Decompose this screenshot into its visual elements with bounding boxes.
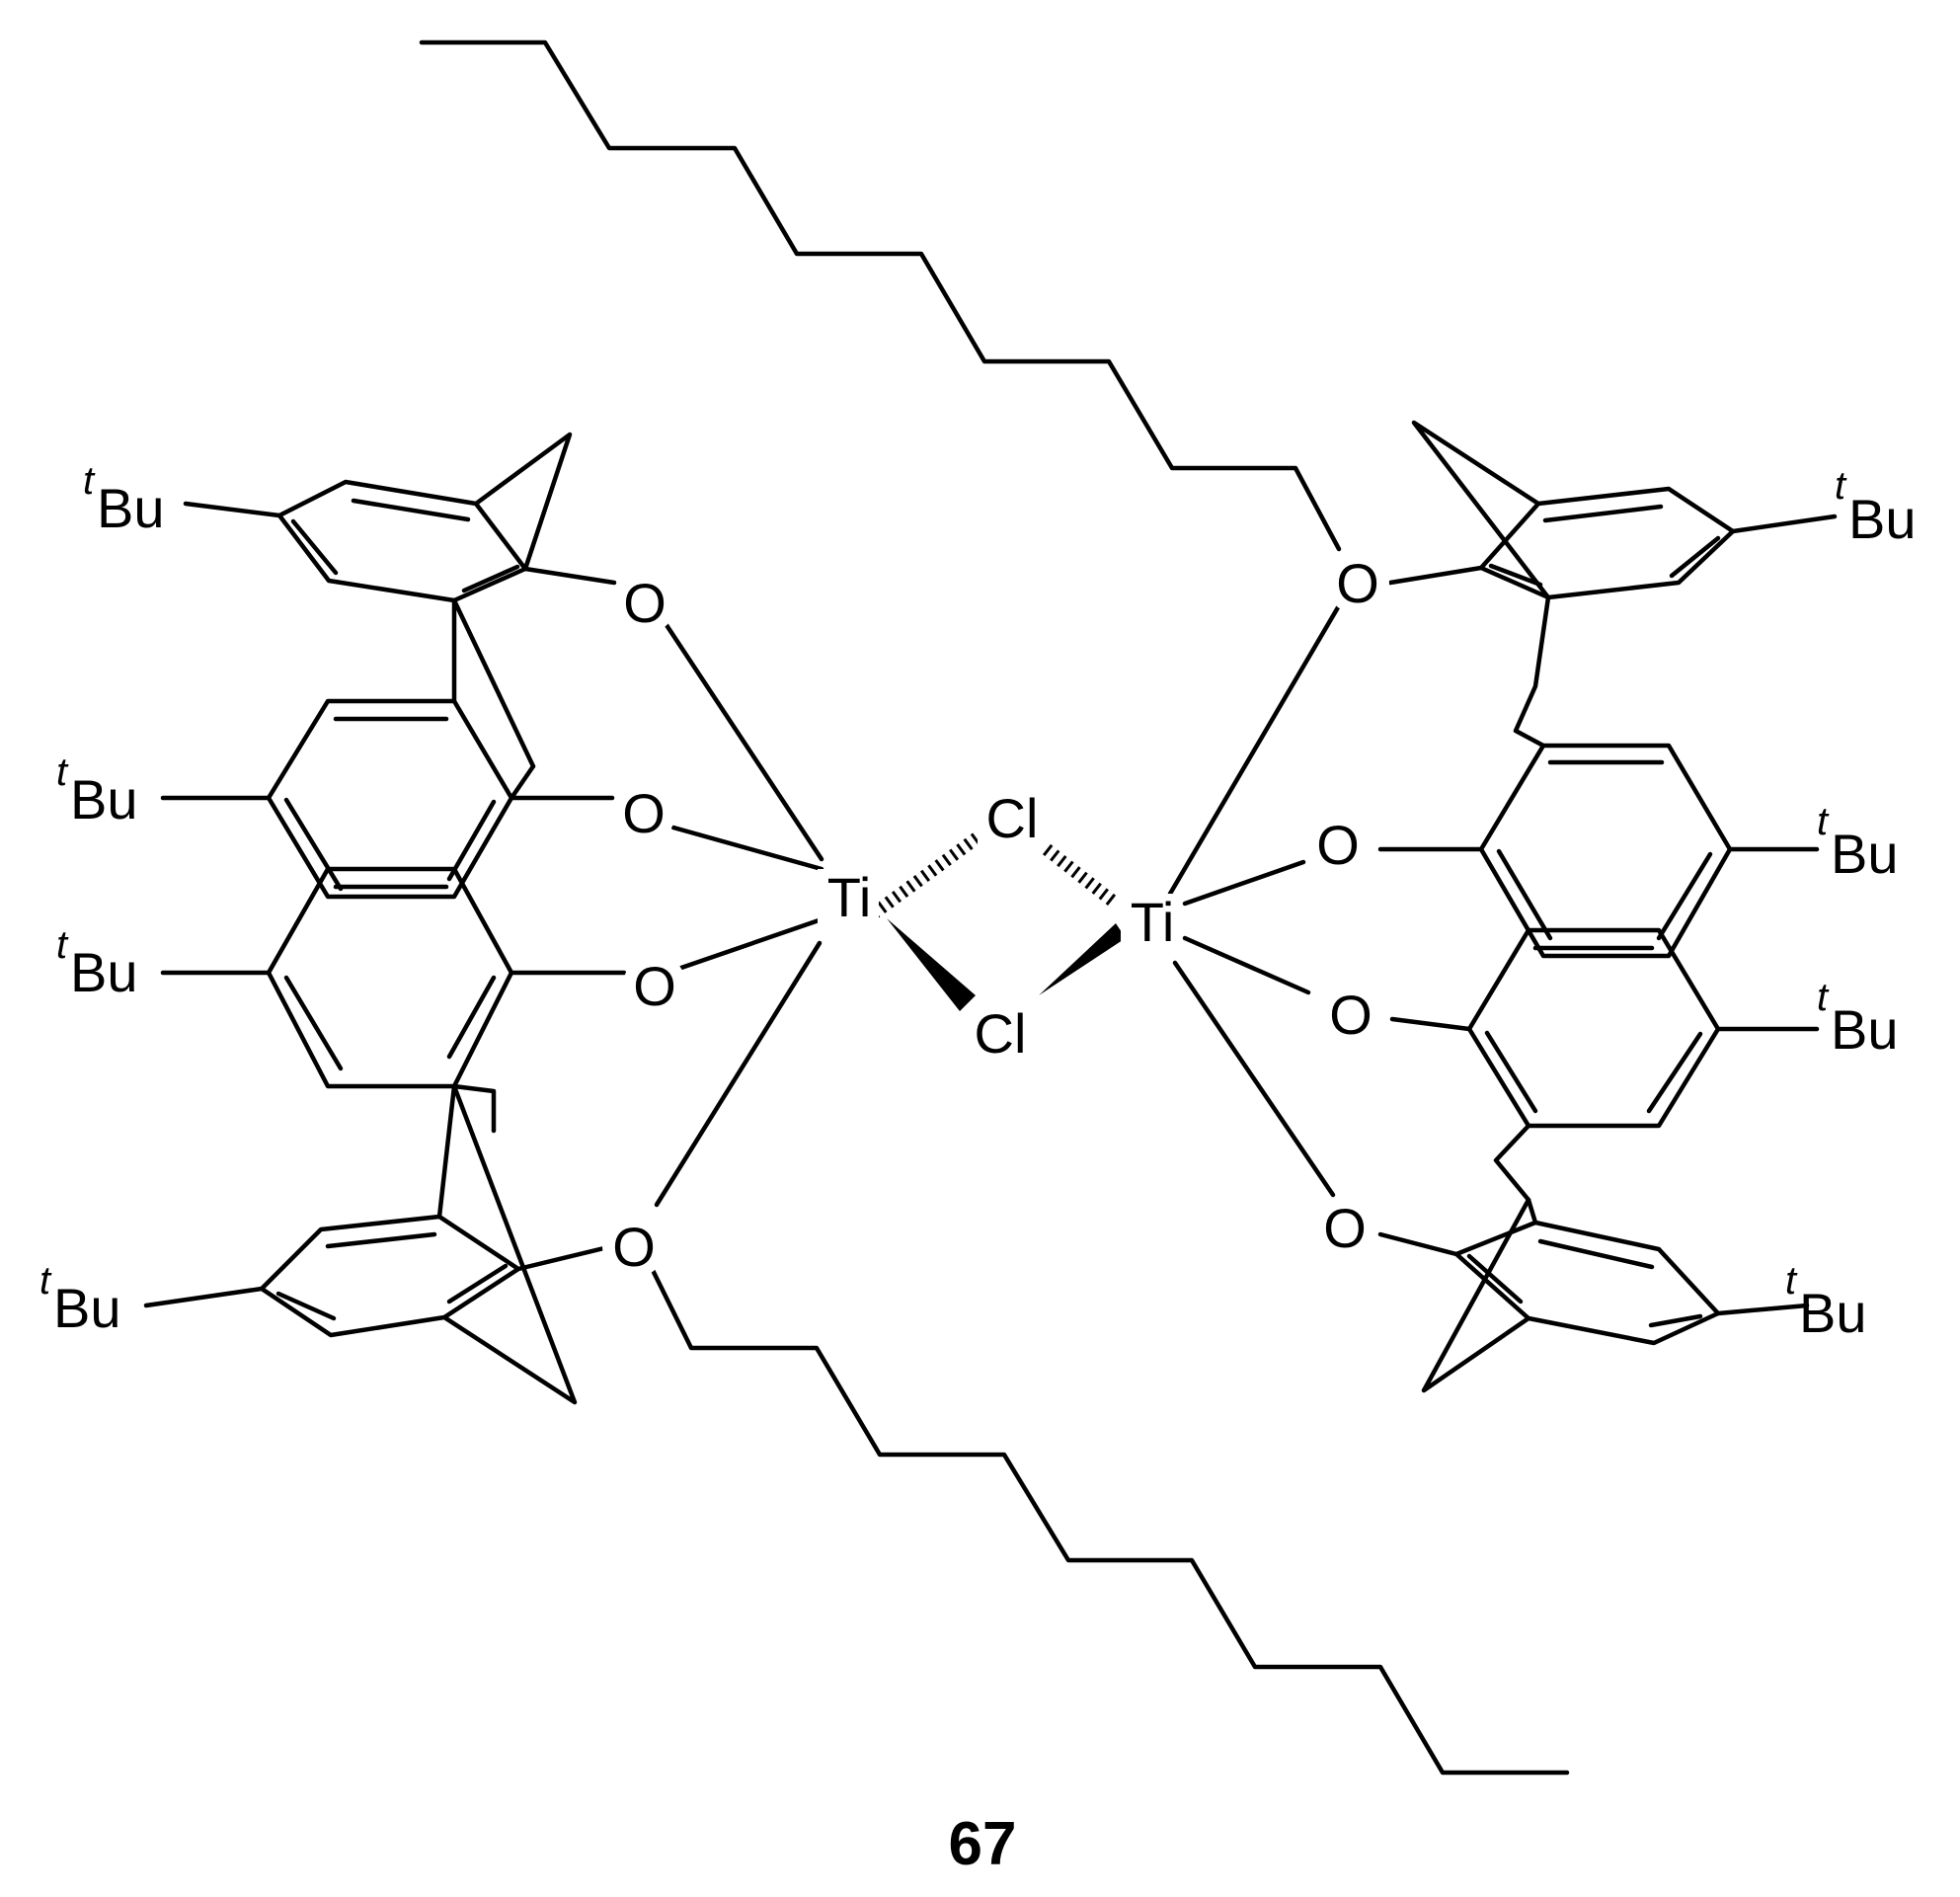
svg-text:t: t	[83, 459, 96, 503]
svg-text:Cl: Cl	[986, 787, 1039, 849]
svg-text:Bu: Bu	[1831, 998, 1899, 1061]
tbu-group: t Bu	[1835, 464, 1917, 550]
svg-text:O: O	[623, 572, 666, 634]
right-ring-a	[1478, 486, 1736, 600]
svg-text:Ti: Ti	[827, 866, 872, 928]
left-ring-a	[276, 479, 528, 603]
oxygen-atom: O	[613, 571, 676, 634]
right-ring-a-tbu-bond	[1730, 514, 1838, 534]
left-ring-d	[259, 1214, 521, 1338]
right-bridge-triangle	[1411, 420, 1551, 600]
lower-alkyl-chain	[641, 1249, 1570, 1776]
svg-text:O: O	[1323, 1197, 1367, 1259]
wedge-bond-cl-ti-right	[1039, 923, 1126, 995]
svg-text:t: t	[56, 751, 69, 794]
oxygen-atom: O	[1326, 551, 1389, 614]
oxygen-atom: O	[1306, 813, 1370, 876]
svg-text:t: t	[1835, 464, 1847, 508]
svg-text:O: O	[1329, 984, 1372, 1046]
svg-text:Bu: Bu	[53, 1277, 121, 1339]
hashed-bond-ti-cl-left	[870, 831, 981, 919]
tbu-group: t Bu	[56, 923, 138, 1003]
right-lower-bridge-triangle	[1421, 1197, 1531, 1393]
hashed-bond-cl-ti-right	[1042, 843, 1121, 909]
oxygen-atom: O	[602, 1215, 666, 1278]
left-calixarene	[143, 432, 627, 1405]
tbu-group: t Bu	[1785, 1259, 1867, 1344]
svg-text:t: t	[1817, 976, 1830, 1019]
oxygen-atom: O	[623, 954, 686, 1017]
left-lower-bridge-triangle	[441, 1083, 578, 1405]
left-bridge-triangle	[473, 432, 573, 572]
svg-text:O: O	[622, 782, 666, 844]
svg-text:t: t	[1817, 800, 1830, 843]
svg-text:Bu: Bu	[70, 941, 138, 1003]
wedge-bond-ti-cl-left	[887, 918, 976, 1011]
left-ring-d-tbu-bond	[143, 1286, 265, 1308]
svg-text:Cl: Cl	[975, 1002, 1027, 1065]
oxygen-atom: O	[1313, 1196, 1376, 1259]
svg-text:Bu: Bu	[70, 768, 138, 830]
upper-alkyl-chain	[419, 40, 1342, 552]
tbu-group: t Bu	[56, 751, 138, 830]
svg-text:Bu: Bu	[97, 477, 165, 539]
svg-text:Ti: Ti	[1131, 891, 1175, 953]
svg-text:O: O	[1316, 814, 1360, 876]
ti-coordination-bonds	[654, 599, 1344, 1208]
svg-text:t: t	[39, 1259, 52, 1303]
svg-text:O: O	[612, 1216, 656, 1278]
oxygen-atom: O	[1319, 983, 1382, 1046]
oxygen-atom: O	[612, 781, 675, 844]
chlorine-atom-bridging-top: Cl	[978, 787, 1047, 849]
svg-text:O: O	[1336, 552, 1379, 614]
chlorine-atom-bridging-bottom: Cl	[966, 1002, 1035, 1065]
svg-text:t: t	[1785, 1259, 1798, 1303]
right-calixarene	[1377, 420, 1838, 1393]
right-ring-d	[1453, 1220, 1721, 1346]
svg-text:Bu: Bu	[1799, 1282, 1867, 1344]
right-ring-d-tbu-bond	[1715, 1303, 1810, 1316]
right-ring-b	[1478, 743, 1733, 959]
tbu-group: t Bu	[1817, 976, 1899, 1061]
svg-text:Bu: Bu	[1831, 823, 1899, 885]
svg-text:t: t	[56, 923, 69, 967]
bonds	[143, 40, 1838, 1776]
svg-text:Bu: Bu	[1848, 488, 1917, 550]
atom-labels: O O O O O O O O	[39, 459, 1917, 1344]
titanium-atom-left: Ti	[818, 866, 879, 928]
titanium-atom-right: Ti	[1121, 891, 1182, 953]
tbu-group: t Bu	[1817, 800, 1899, 885]
left-ring-a-tbu-bond	[183, 501, 282, 518]
right-ring-c	[1466, 927, 1721, 1129]
tbu-group: t Bu	[39, 1259, 121, 1339]
tbu-group: t Bu	[83, 459, 165, 539]
svg-text:O: O	[633, 955, 676, 1017]
left-ring-c	[266, 866, 514, 1089]
compound-number: 67	[949, 1810, 1017, 1878]
